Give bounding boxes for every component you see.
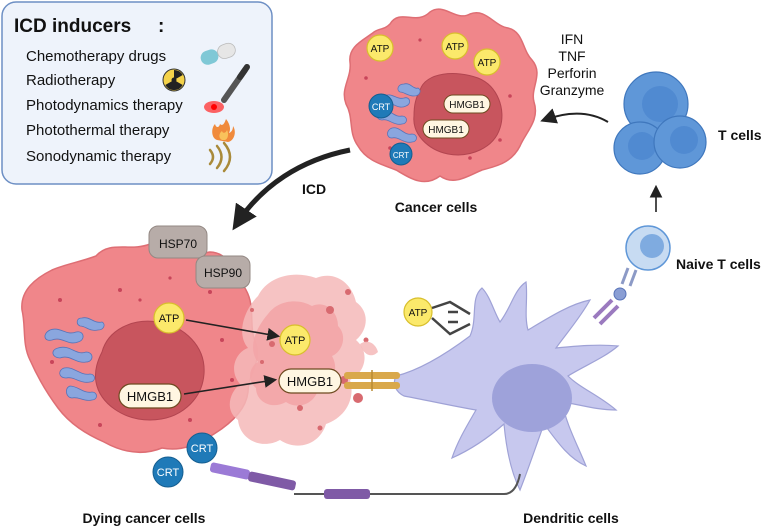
atp-label: ATP: [409, 308, 428, 319]
atp-molecule: ATP: [403, 297, 433, 327]
naive-t-cell: [625, 225, 671, 271]
pill-icon: [200, 42, 236, 65]
dendritic-cell: [393, 280, 620, 492]
atp-label: ATP: [446, 42, 465, 53]
hmgb1-label: HMGB1: [287, 374, 333, 389]
atp-label: ATP: [371, 44, 390, 55]
atp-molecule: ATP: [473, 48, 501, 76]
dendritic-nucleus: [492, 364, 572, 432]
nucleus: [413, 73, 503, 156]
atp-molecule: ATP: [153, 302, 185, 334]
crt-receptor-chain: [209, 462, 521, 499]
hsp90-protein: HSP90: [195, 255, 251, 289]
tcr-receptor: [620, 267, 638, 287]
crt-label: CRT: [372, 102, 391, 112]
hmgb1-label: HMGB1: [449, 100, 485, 111]
icd-arrow: [232, 147, 351, 231]
hsp90-label: HSP90: [204, 266, 242, 280]
hmgb1-molecule: HMGB1: [422, 119, 470, 139]
inducer-label: Chemotherapy drugs: [26, 48, 166, 65]
icd-inducers-panel: ICD inducers : Chemotherapy drugs Radiot…: [1, 1, 273, 185]
hmgb1-label: HMGB1: [428, 125, 464, 136]
t-cell-cluster: [613, 71, 707, 175]
atp-receptor: [431, 300, 471, 336]
hmgb1-release-arrow: [183, 375, 278, 395]
crt-label: CRT: [393, 151, 409, 160]
atp-molecule: ATP: [279, 324, 311, 356]
cancer-cells-label: Cancer cells: [395, 199, 478, 215]
hmgb1-molecule: HMGB1: [278, 368, 342, 394]
flame-icon: [212, 119, 235, 142]
atp-label: ATP: [159, 313, 180, 325]
crt-label: CRT: [191, 443, 214, 455]
atp-molecule: ATP: [366, 34, 394, 62]
hmgb1-molecule: HMGB1: [443, 94, 491, 114]
release-cloud: [229, 274, 378, 446]
inducer-label: Photodynamics therapy: [26, 97, 183, 114]
dying-cancer-cells-label: Dying cancer cells: [83, 510, 206, 526]
crt-label: CRT: [157, 467, 180, 479]
cytokine-list: IFN TNF Perforin Granzyme: [540, 31, 605, 98]
radiation-icon: [162, 68, 186, 92]
tlr-receptor: [344, 370, 400, 391]
sound-wave-icon: [208, 141, 232, 173]
icd-label: ICD: [302, 181, 326, 197]
cytokine-item: IFN: [561, 31, 584, 47]
atp-molecule: ATP: [441, 32, 469, 60]
t-cells-label: T cells: [718, 127, 762, 143]
inducers-colon: :: [158, 16, 164, 37]
dendritic-cells-label: Dendritic cells: [523, 510, 619, 526]
cancer-cell: [343, 8, 538, 183]
atp-label: ATP: [478, 58, 497, 69]
naive-t-cells-label: Naive T cells: [676, 256, 761, 272]
hsp70-protein: HSP70: [148, 225, 208, 259]
inducer-label: Radiotherapy: [26, 72, 116, 89]
crt-molecule: CRT: [368, 93, 394, 119]
laser-icon: [204, 64, 250, 113]
cytokine-item: TNF: [558, 48, 585, 64]
hmgb1-molecule: HMGB1: [118, 383, 182, 409]
cytokine-item: Granzyme: [540, 82, 605, 98]
crt-molecule: CRT: [186, 432, 218, 464]
t-cell-to-cancer-arrow: [540, 108, 609, 124]
atp-label: ATP: [285, 335, 306, 347]
crt-molecule: CRT: [152, 456, 184, 488]
crt-molecule: CRT: [389, 142, 413, 166]
inducer-label: Sonodynamic therapy: [26, 148, 172, 165]
inducer-label: Photothermal therapy: [26, 122, 170, 139]
antigen: [613, 287, 627, 301]
hmgb1-label: HMGB1: [127, 389, 173, 404]
atp-release-arrow: [185, 319, 281, 341]
mhc-receptor: [592, 298, 620, 326]
inducers-title: ICD inducers: [14, 16, 131, 37]
cytokine-item: Perforin: [547, 65, 596, 81]
hsp70-label: HSP70: [159, 237, 197, 251]
